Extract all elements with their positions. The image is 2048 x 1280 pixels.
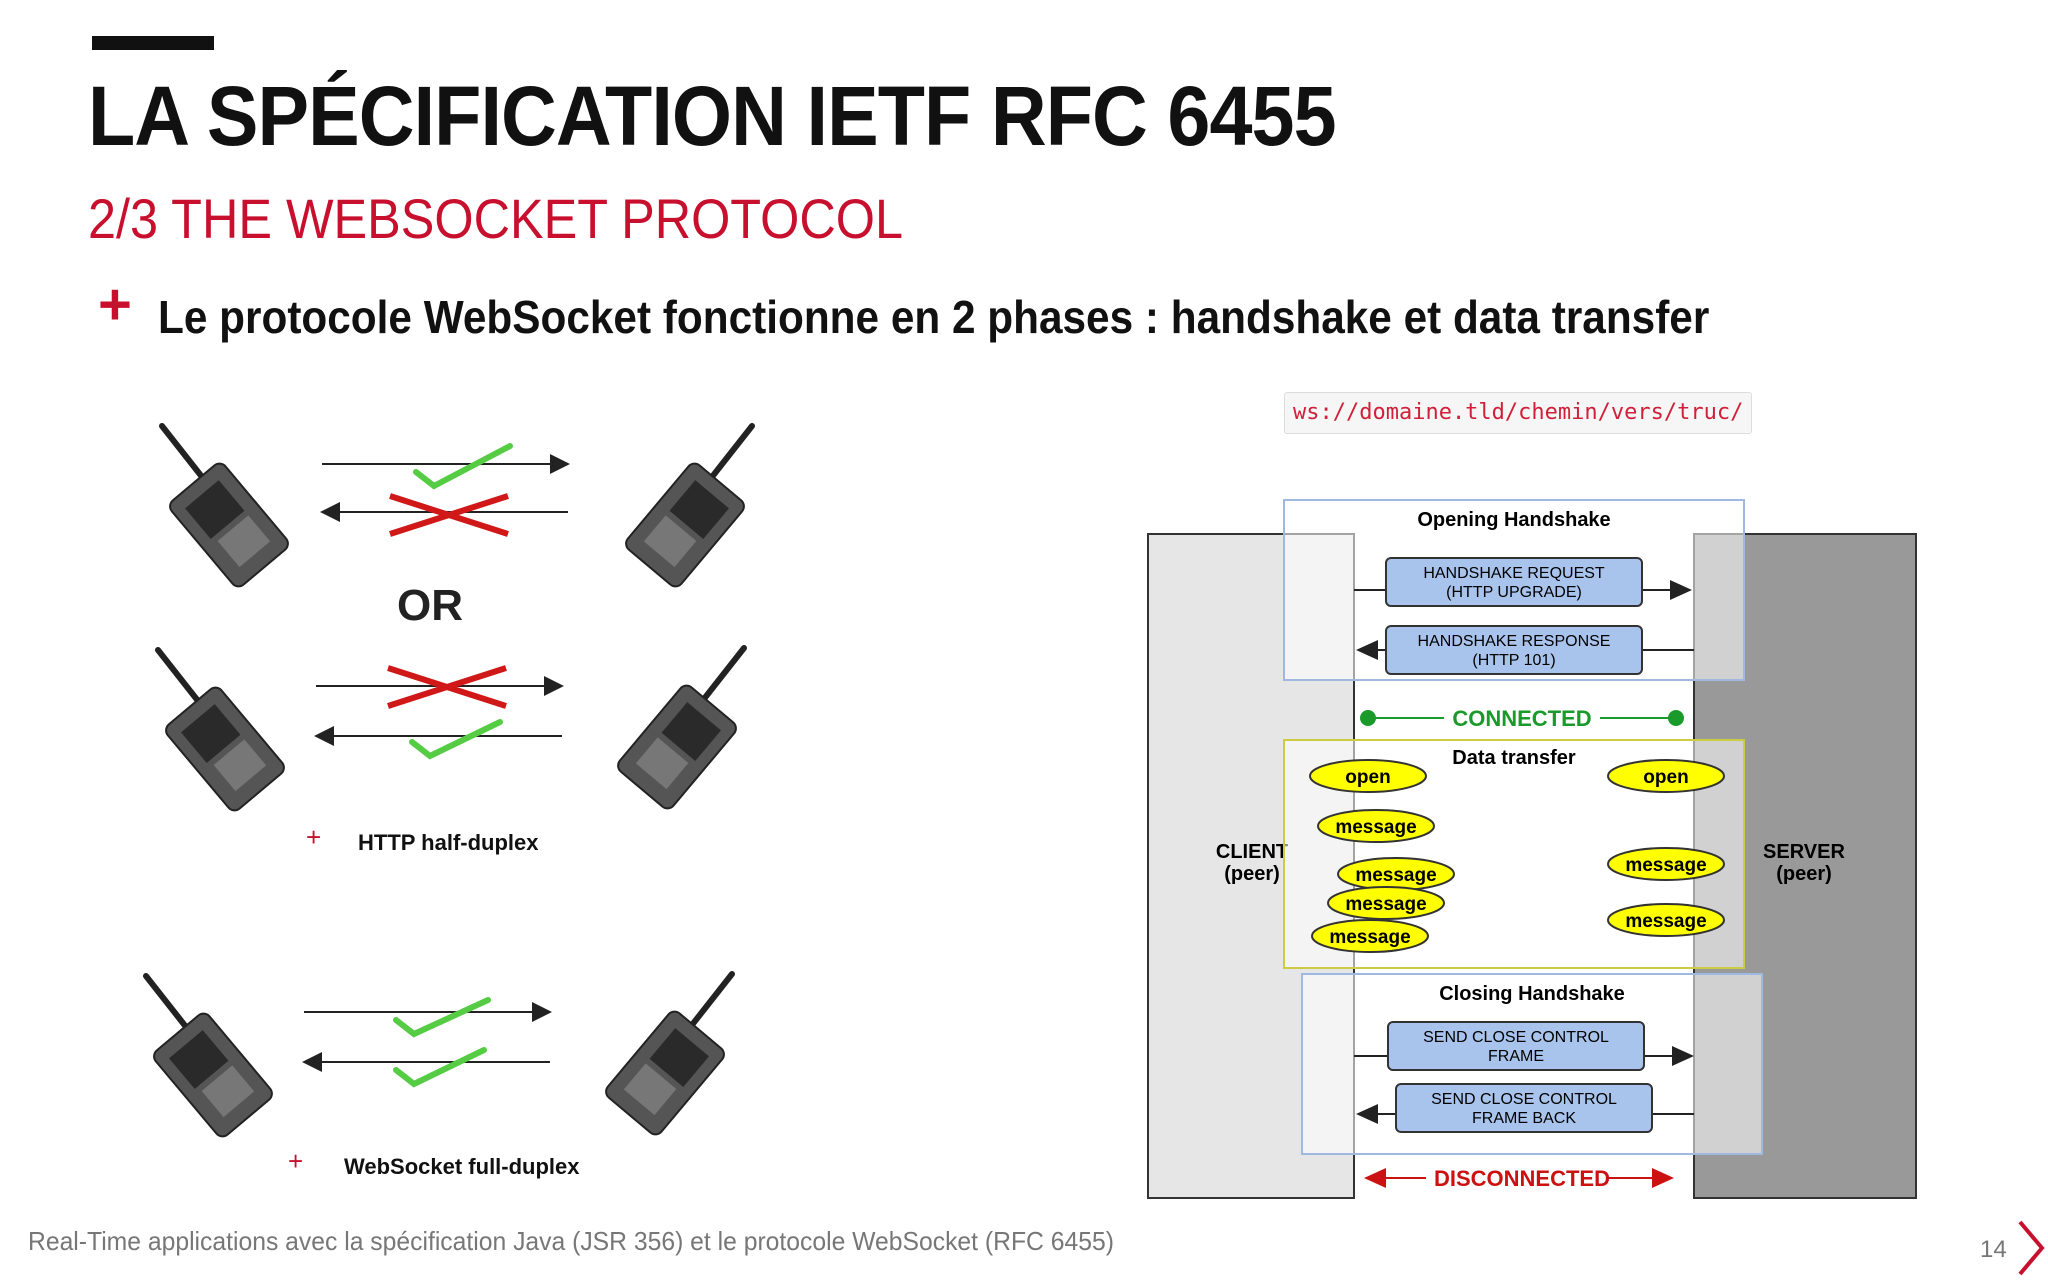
svg-text:message: message	[1625, 911, 1706, 932]
message-ellipse: message	[1337, 857, 1455, 891]
message-ellipse: message	[1607, 903, 1725, 937]
svg-text:message: message	[1335, 817, 1416, 838]
close-back-box	[1395, 1083, 1653, 1133]
client-label: CLIENT	[1216, 841, 1288, 863]
handshake-request-subtext: (HTTP UPGRADE)	[1446, 584, 1582, 601]
slide-subtitle: 2/3 THE WEBSOCKET PROTOCOL	[88, 187, 904, 250]
close-control-subtext: FRAME	[1488, 1048, 1544, 1065]
websocket-sequence-diagram: CLIENT (peer) SERVER (peer) Opening Hand…	[1147, 499, 1917, 1199]
open-ellipse-server: open	[1607, 759, 1725, 793]
message-ellipse: message	[1317, 809, 1435, 843]
next-slide-chevron-icon[interactable]	[2016, 1218, 2046, 1278]
title-accent-bar	[92, 36, 214, 50]
caption-plus-icon: +	[288, 1146, 303, 1176]
message-ellipse: message	[1607, 847, 1725, 881]
cross-icon	[389, 493, 509, 537]
svg-text:message: message	[1355, 865, 1436, 886]
handshake-response-box	[1385, 625, 1643, 675]
duplex-illustration: OR + HTTP half-duplex + WebSocket full-d…	[120, 400, 760, 1179]
page-number: 14	[1980, 1236, 2007, 1263]
caption-full-duplex: WebSocket full-duplex	[344, 1154, 580, 1179]
data-transfer-title: Data transfer	[1452, 747, 1576, 769]
slide-title: LA SPÉCIFICATION IETF RFC 6455	[88, 69, 1337, 163]
handshake-request-text: HANDSHAKE REQUEST	[1423, 565, 1605, 582]
cross-icon	[387, 665, 507, 709]
disconnected-label: DISCONNECTED	[1434, 1166, 1610, 1191]
bullet-plus-icon: +	[98, 272, 132, 337]
bullet-text: Le protocole WebSocket fonctionne en 2 p…	[158, 291, 1710, 343]
walkie-talkie-icon	[146, 976, 275, 1140]
message-ellipse: message	[1327, 886, 1445, 920]
close-back-subtext: FRAME BACK	[1472, 1110, 1576, 1127]
svg-text:message: message	[1625, 855, 1706, 876]
close-control-text: SEND CLOSE CONTROL	[1423, 1029, 1609, 1046]
close-back-text: SEND CLOSE CONTROL	[1431, 1091, 1617, 1108]
connected-label-bg	[1444, 704, 1600, 732]
svg-text:message: message	[1329, 927, 1410, 948]
check-icon	[409, 719, 503, 760]
walkie-talkie-icon	[623, 426, 752, 590]
caption-half-duplex: HTTP half-duplex	[358, 830, 539, 855]
close-control-box	[1387, 1021, 1645, 1071]
handshake-response-subtext: (HTTP 101)	[1472, 652, 1555, 669]
disconnected-label-bg	[1426, 1164, 1606, 1192]
check-icon	[413, 443, 513, 490]
handshake-response-text: HANDSHAKE RESPONSE	[1418, 633, 1611, 650]
open-ellipse-client: open	[1309, 759, 1427, 793]
svg-text:message: message	[1345, 894, 1426, 915]
walkie-talkie-icon	[603, 974, 732, 1138]
server-sublabel: (peer)	[1776, 863, 1832, 885]
connected-label: CONNECTED	[1452, 706, 1591, 731]
opening-handshake-title: Opening Handshake	[1417, 509, 1610, 531]
handshake-request-box	[1385, 557, 1643, 607]
message-ellipse: message	[1311, 919, 1429, 953]
client-sublabel: (peer)	[1224, 863, 1280, 885]
or-label: OR	[397, 581, 463, 630]
walkie-talkie-icon	[615, 648, 744, 812]
check-icon	[393, 997, 491, 1038]
server-label: SERVER	[1763, 841, 1845, 863]
closing-handshake-title: Closing Handshake	[1439, 983, 1625, 1005]
walkie-talkie-icon	[162, 426, 291, 590]
caption-plus-icon: +	[306, 822, 321, 852]
check-icon	[393, 1047, 487, 1088]
slide-footer: Real-Time applications avec la spécifica…	[28, 1226, 1114, 1256]
ws-url: ws://domaine.tld/chemin/vers/truc/	[1284, 392, 1753, 434]
svg-text:open: open	[1345, 767, 1390, 788]
svg-text:open: open	[1643, 767, 1688, 788]
walkie-talkie-icon	[158, 650, 287, 814]
